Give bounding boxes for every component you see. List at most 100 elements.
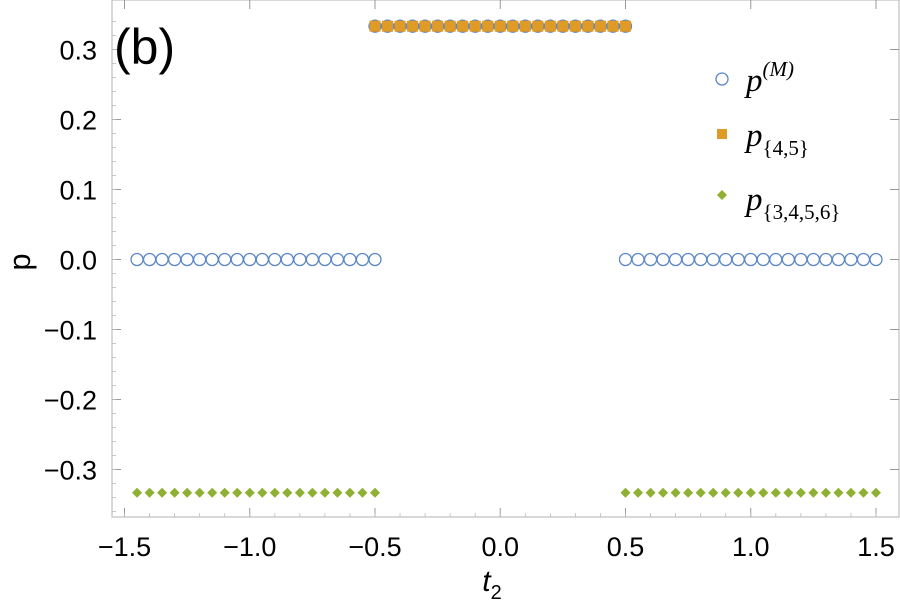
point-p3456 [708, 487, 719, 498]
point-p45 [457, 20, 469, 32]
point-p3456 [733, 487, 744, 498]
point-pM [155, 252, 169, 267]
point-p3456 [820, 487, 831, 498]
point-p45 [444, 20, 456, 32]
point-p3456 [745, 487, 756, 498]
point-p3456 [670, 487, 681, 498]
point-pM [218, 252, 232, 267]
point-p3456 [319, 487, 330, 498]
point-p45 [544, 20, 556, 32]
point-p3456 [294, 487, 305, 498]
legend-marker-pM [715, 72, 729, 86]
y-tick-label: −0.2 [44, 386, 97, 416]
point-p3456 [370, 487, 380, 498]
point-pM [769, 252, 783, 267]
point-pM [180, 252, 194, 267]
point-pM [280, 252, 294, 267]
point-p45 [407, 20, 419, 32]
point-pM [656, 252, 670, 267]
point-p3456 [770, 487, 781, 498]
point-p3456 [307, 487, 318, 498]
point-pM [618, 252, 633, 267]
point-p3456 [219, 487, 230, 498]
legend-marker-p45 [717, 129, 727, 139]
point-p3456 [658, 487, 669, 498]
panel-label: (b) [114, 19, 175, 75]
point-p45 [569, 20, 581, 32]
data-marks [130, 19, 883, 498]
point-p45 [532, 20, 544, 32]
legend-marker-p3456 [717, 190, 727, 200]
point-pM [293, 252, 307, 267]
point-pM [130, 252, 144, 267]
point-p3456 [232, 487, 243, 498]
point-p45 [607, 20, 619, 32]
x-axis-title: t2 [482, 565, 501, 603]
point-p3456 [357, 487, 368, 498]
point-p45 [557, 20, 569, 32]
point-pM [318, 252, 332, 267]
legend-label-p45: p{4,5} [744, 118, 809, 160]
y-tick-label: 0.0 [59, 246, 97, 276]
x-axis-title-base: t [482, 565, 492, 598]
point-p3456 [808, 487, 819, 498]
x-tick-label: −1.0 [223, 532, 276, 562]
point-p45 [594, 20, 606, 32]
x-tick-label: 0.0 [481, 532, 519, 562]
point-pM [681, 252, 695, 267]
point-p3456 [833, 487, 844, 498]
point-pM [756, 252, 770, 267]
point-p45 [382, 20, 394, 32]
point-pM [305, 252, 320, 267]
point-p3456 [332, 487, 343, 498]
point-p3456 [244, 487, 255, 498]
point-pM [268, 252, 282, 267]
x-tick-label: 0.5 [607, 532, 645, 562]
point-p3456 [845, 487, 856, 498]
x-tick-label: −1.5 [98, 532, 151, 562]
point-pM [731, 252, 745, 267]
point-pM [706, 252, 720, 267]
point-pM [142, 252, 157, 267]
point-p3456 [194, 487, 205, 498]
point-pM [343, 252, 357, 267]
point-pM [794, 252, 808, 267]
point-p45 [432, 20, 444, 32]
point-p3456 [282, 487, 293, 498]
point-pM [719, 252, 733, 267]
point-p45 [620, 20, 631, 32]
point-pM [869, 252, 883, 267]
point-p45 [519, 20, 531, 32]
point-p45 [507, 20, 519, 32]
point-pM [694, 252, 708, 267]
legend-label-p3456: p{3,4,5,6} [744, 182, 840, 224]
point-pM [781, 252, 795, 267]
point-p3456 [645, 487, 656, 498]
point-p3456 [720, 487, 731, 498]
y-tick-label: 0.2 [59, 106, 97, 136]
point-p3456 [132, 487, 143, 498]
point-p45 [369, 20, 381, 32]
point-p45 [419, 20, 431, 32]
legend-label-pM: p(M) [744, 57, 794, 99]
point-pM [844, 252, 858, 267]
point-pM [192, 252, 207, 267]
y-tick-label: 0.1 [59, 176, 97, 206]
y-tick-label: −0.1 [44, 316, 97, 346]
point-pM [806, 252, 821, 267]
point-p3456 [344, 487, 355, 498]
point-p3456 [695, 487, 706, 498]
plot-frame [111, 0, 900, 518]
y-tick-label: 0.3 [59, 36, 97, 66]
point-p3456 [783, 487, 794, 498]
point-p3456 [257, 487, 268, 498]
point-pM [643, 252, 658, 267]
point-pM [831, 252, 846, 267]
point-p45 [582, 20, 594, 32]
x-tick-label: 1.5 [857, 532, 895, 562]
y-axis-title: p [2, 253, 37, 270]
point-p3456 [157, 487, 168, 498]
point-p3456 [795, 487, 806, 498]
